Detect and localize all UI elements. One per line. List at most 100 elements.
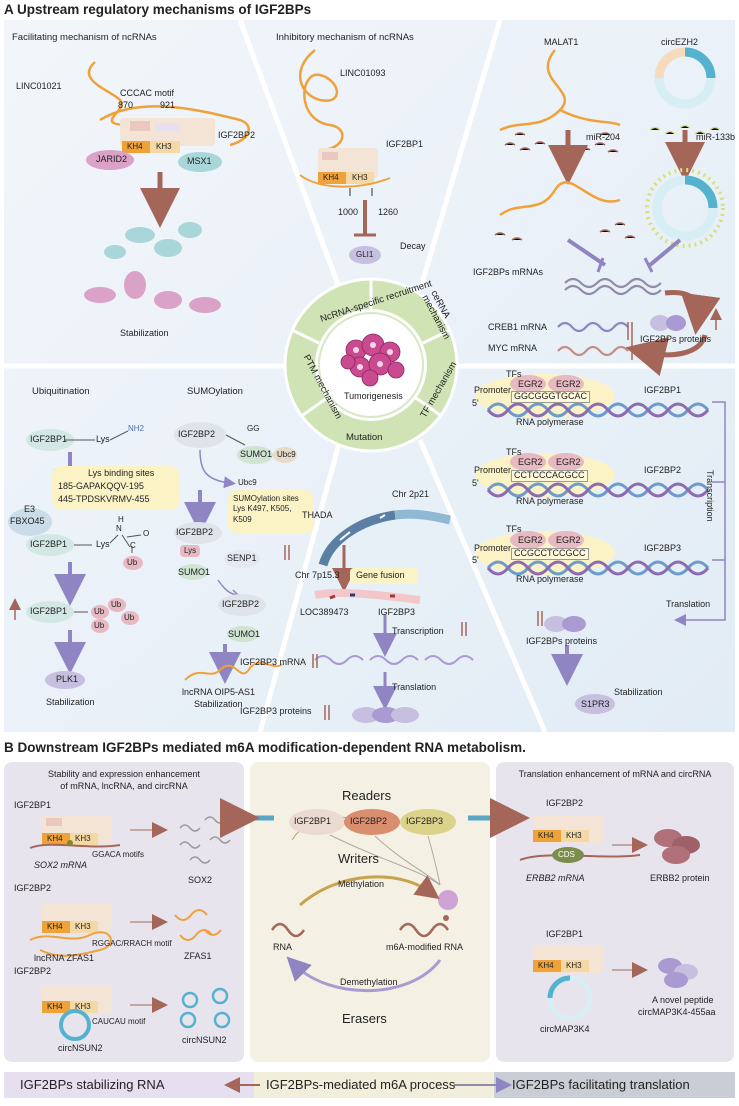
ubi-igf2bp1-3: IGF2BP1 — [30, 606, 68, 616]
mutation-graphic — [312, 509, 474, 723]
egr2-2b: EGR2 — [556, 457, 581, 467]
jarid2-label: JARID2 — [96, 154, 128, 164]
oip5-stabilization: Stabilization — [194, 699, 243, 709]
igf2bp1-label: IGF2BP1 — [386, 139, 424, 149]
gli1-label: GLI1 — [356, 250, 374, 259]
tfs-label-1: TFs — [506, 369, 522, 379]
tf-stabilization: Stabilization — [614, 687, 663, 697]
kh3-label-2: KH3 — [352, 173, 368, 182]
writers-label: Writers — [338, 851, 379, 866]
oip5-label: lncRNA OIP5-AS1 — [182, 687, 256, 697]
sumo-lys: Lys — [184, 546, 197, 555]
inhibitory-graphic — [298, 49, 391, 264]
left-kh3-3: KH3 — [75, 1002, 91, 1011]
ubi-lys-2: Lys — [96, 539, 110, 549]
chr2p21-label: Chr 2p21 — [392, 489, 430, 499]
right-kh3-1: KH3 — [566, 831, 582, 840]
igf2bp3-mrna-label: IGF2BP3 mRNA — [240, 657, 307, 667]
panel-b-left-graphic — [29, 815, 231, 1041]
promoter-2: Promoter — [474, 465, 512, 475]
senp1-label: SENP1 — [227, 553, 257, 563]
erasers-label: Erasers — [342, 1011, 387, 1026]
five-prime-2: 5' — [472, 478, 479, 488]
myc-mrna-label: MYC mRNA — [488, 343, 537, 353]
sumo-igf2bp2: IGF2BP2 — [178, 429, 216, 439]
s1pr3-label: S1PR3 — [581, 699, 610, 709]
panel-b-center-bg — [250, 762, 490, 1062]
reader-igf2bp2: IGF2BP2 — [350, 816, 388, 826]
pos-1000: 1000 — [338, 207, 359, 217]
sumo-sites-box — [228, 490, 314, 534]
promoter-1: Promoter — [474, 385, 512, 395]
right-igf2bp2: IGF2BP2 — [546, 798, 584, 808]
section-a-title: A Upstream regulatory mechanisms of IGF2… — [4, 2, 312, 17]
bottom-left-bar — [4, 1072, 254, 1098]
sumoylation-heading: SUMOylation — [187, 386, 243, 397]
section-b-title: B Downstream IGF2BPs mediated m6A modifi… — [4, 740, 526, 755]
left-igf2bp1: IGF2BP1 — [14, 800, 52, 810]
ub-label: Ub — [127, 558, 138, 567]
ubiquitination-heading: Ubiquitination — [32, 386, 90, 397]
malat1-label: MALAT1 — [544, 37, 579, 47]
sumo1-label-3: SUMO1 — [228, 629, 261, 639]
tf-igf2bp1: IGF2BP1 — [644, 385, 682, 395]
ub-3: Ub — [124, 613, 135, 622]
egr2-2a: EGR2 — [518, 457, 543, 467]
lys-site-1: 185-GAPAKQQV-195 — [58, 481, 144, 491]
sumo1-label: SUMO1 — [240, 449, 273, 459]
promoter-3: Promoter — [474, 543, 512, 553]
reader-igf2bp1: IGF2BP1 — [294, 816, 332, 826]
atom-o: O — [143, 529, 150, 538]
reader-igf2bp3: IGF2BP3 — [406, 816, 444, 826]
sumo-igf2bp2-2: IGF2BP2 — [176, 527, 214, 537]
lnc-zfas1-label: lncRNA ZFAS1 — [34, 953, 95, 963]
bottom-center-label: IGF2BPs-mediated m6A process — [266, 1077, 456, 1092]
e3-label: E3 — [24, 504, 36, 514]
five-prime-3: 5' — [472, 555, 479, 565]
peptide-label-2: circMAP3K4-455aa — [638, 1007, 716, 1017]
ubi-igf2bp1-2: IGF2BP1 — [30, 539, 68, 549]
gg-label: GG — [247, 424, 260, 433]
facilitating-graphic — [84, 61, 250, 313]
ubc9-label-2: Ubc9 — [238, 478, 257, 487]
msx1-label: MSX1 — [187, 156, 212, 166]
atom-n: N — [116, 524, 122, 533]
ggaca-label: GGACA motifs — [92, 850, 145, 859]
ub-4: Ub — [94, 621, 105, 630]
erbb2-mrna-label: ERBB2 mRNA — [526, 873, 585, 883]
readers-label: Readers — [342, 788, 392, 803]
panel-b-center-graphic — [270, 809, 458, 993]
right-kh4-2: KH4 — [538, 961, 554, 970]
sumo-igf2bp2-3: IGF2BP2 — [222, 599, 260, 609]
tfs-label-3: TFs — [506, 524, 522, 534]
chr7p-label: Chr 7p15.3 — [295, 570, 340, 580]
rnapol-3: RNA polymerase — [516, 574, 584, 584]
translation-label: Translation — [392, 682, 437, 692]
m6a-rna-label: m6A-modified RNA — [386, 942, 464, 952]
left-kh3-1: KH3 — [75, 834, 91, 843]
five-prime-1: 5' — [472, 398, 479, 408]
igf2bp3-proteins-label: IGF2BP3 proteins — [240, 706, 312, 716]
caucau-label: CAUCAU motif — [92, 1017, 146, 1026]
tfs-label-2: TFs — [506, 447, 522, 457]
bottom-left-label: IGF2BPs stabilizing RNA — [20, 1077, 165, 1092]
igf2bp3-label: IGF2BP3 — [378, 607, 416, 617]
kh4-label: KH4 — [127, 142, 143, 151]
ubi-stabilization: Stabilization — [46, 697, 95, 707]
circnsun2-label-2: circNSUN2 — [182, 1035, 227, 1045]
zfas1-label: ZFAS1 — [184, 951, 212, 961]
ubc9-label: Ubc9 — [277, 450, 296, 459]
gene-fusion-box — [350, 568, 418, 584]
circnsun2-label-1: circNSUN2 — [58, 1043, 103, 1053]
wheel-mutation: Mutation — [346, 432, 383, 443]
tf-proteins: IGF2BPs proteins — [526, 636, 598, 646]
creb1-mrna-label: CREB1 mRNA — [488, 322, 548, 332]
decay-label: Decay — [400, 241, 426, 251]
left-kh4-1: KH4 — [47, 834, 63, 843]
igf2bps-proteins-label: IGF2BPs proteins — [640, 334, 712, 344]
mechanism-wheel — [283, 277, 459, 453]
tf-igf2bp2: IGF2BP2 — [644, 465, 682, 475]
left-heading-1: Stability and expression enhancement — [47, 769, 201, 779]
tf-transcription: Transcription — [705, 470, 715, 522]
fbxo45-label: FBXO45 — [10, 516, 45, 526]
